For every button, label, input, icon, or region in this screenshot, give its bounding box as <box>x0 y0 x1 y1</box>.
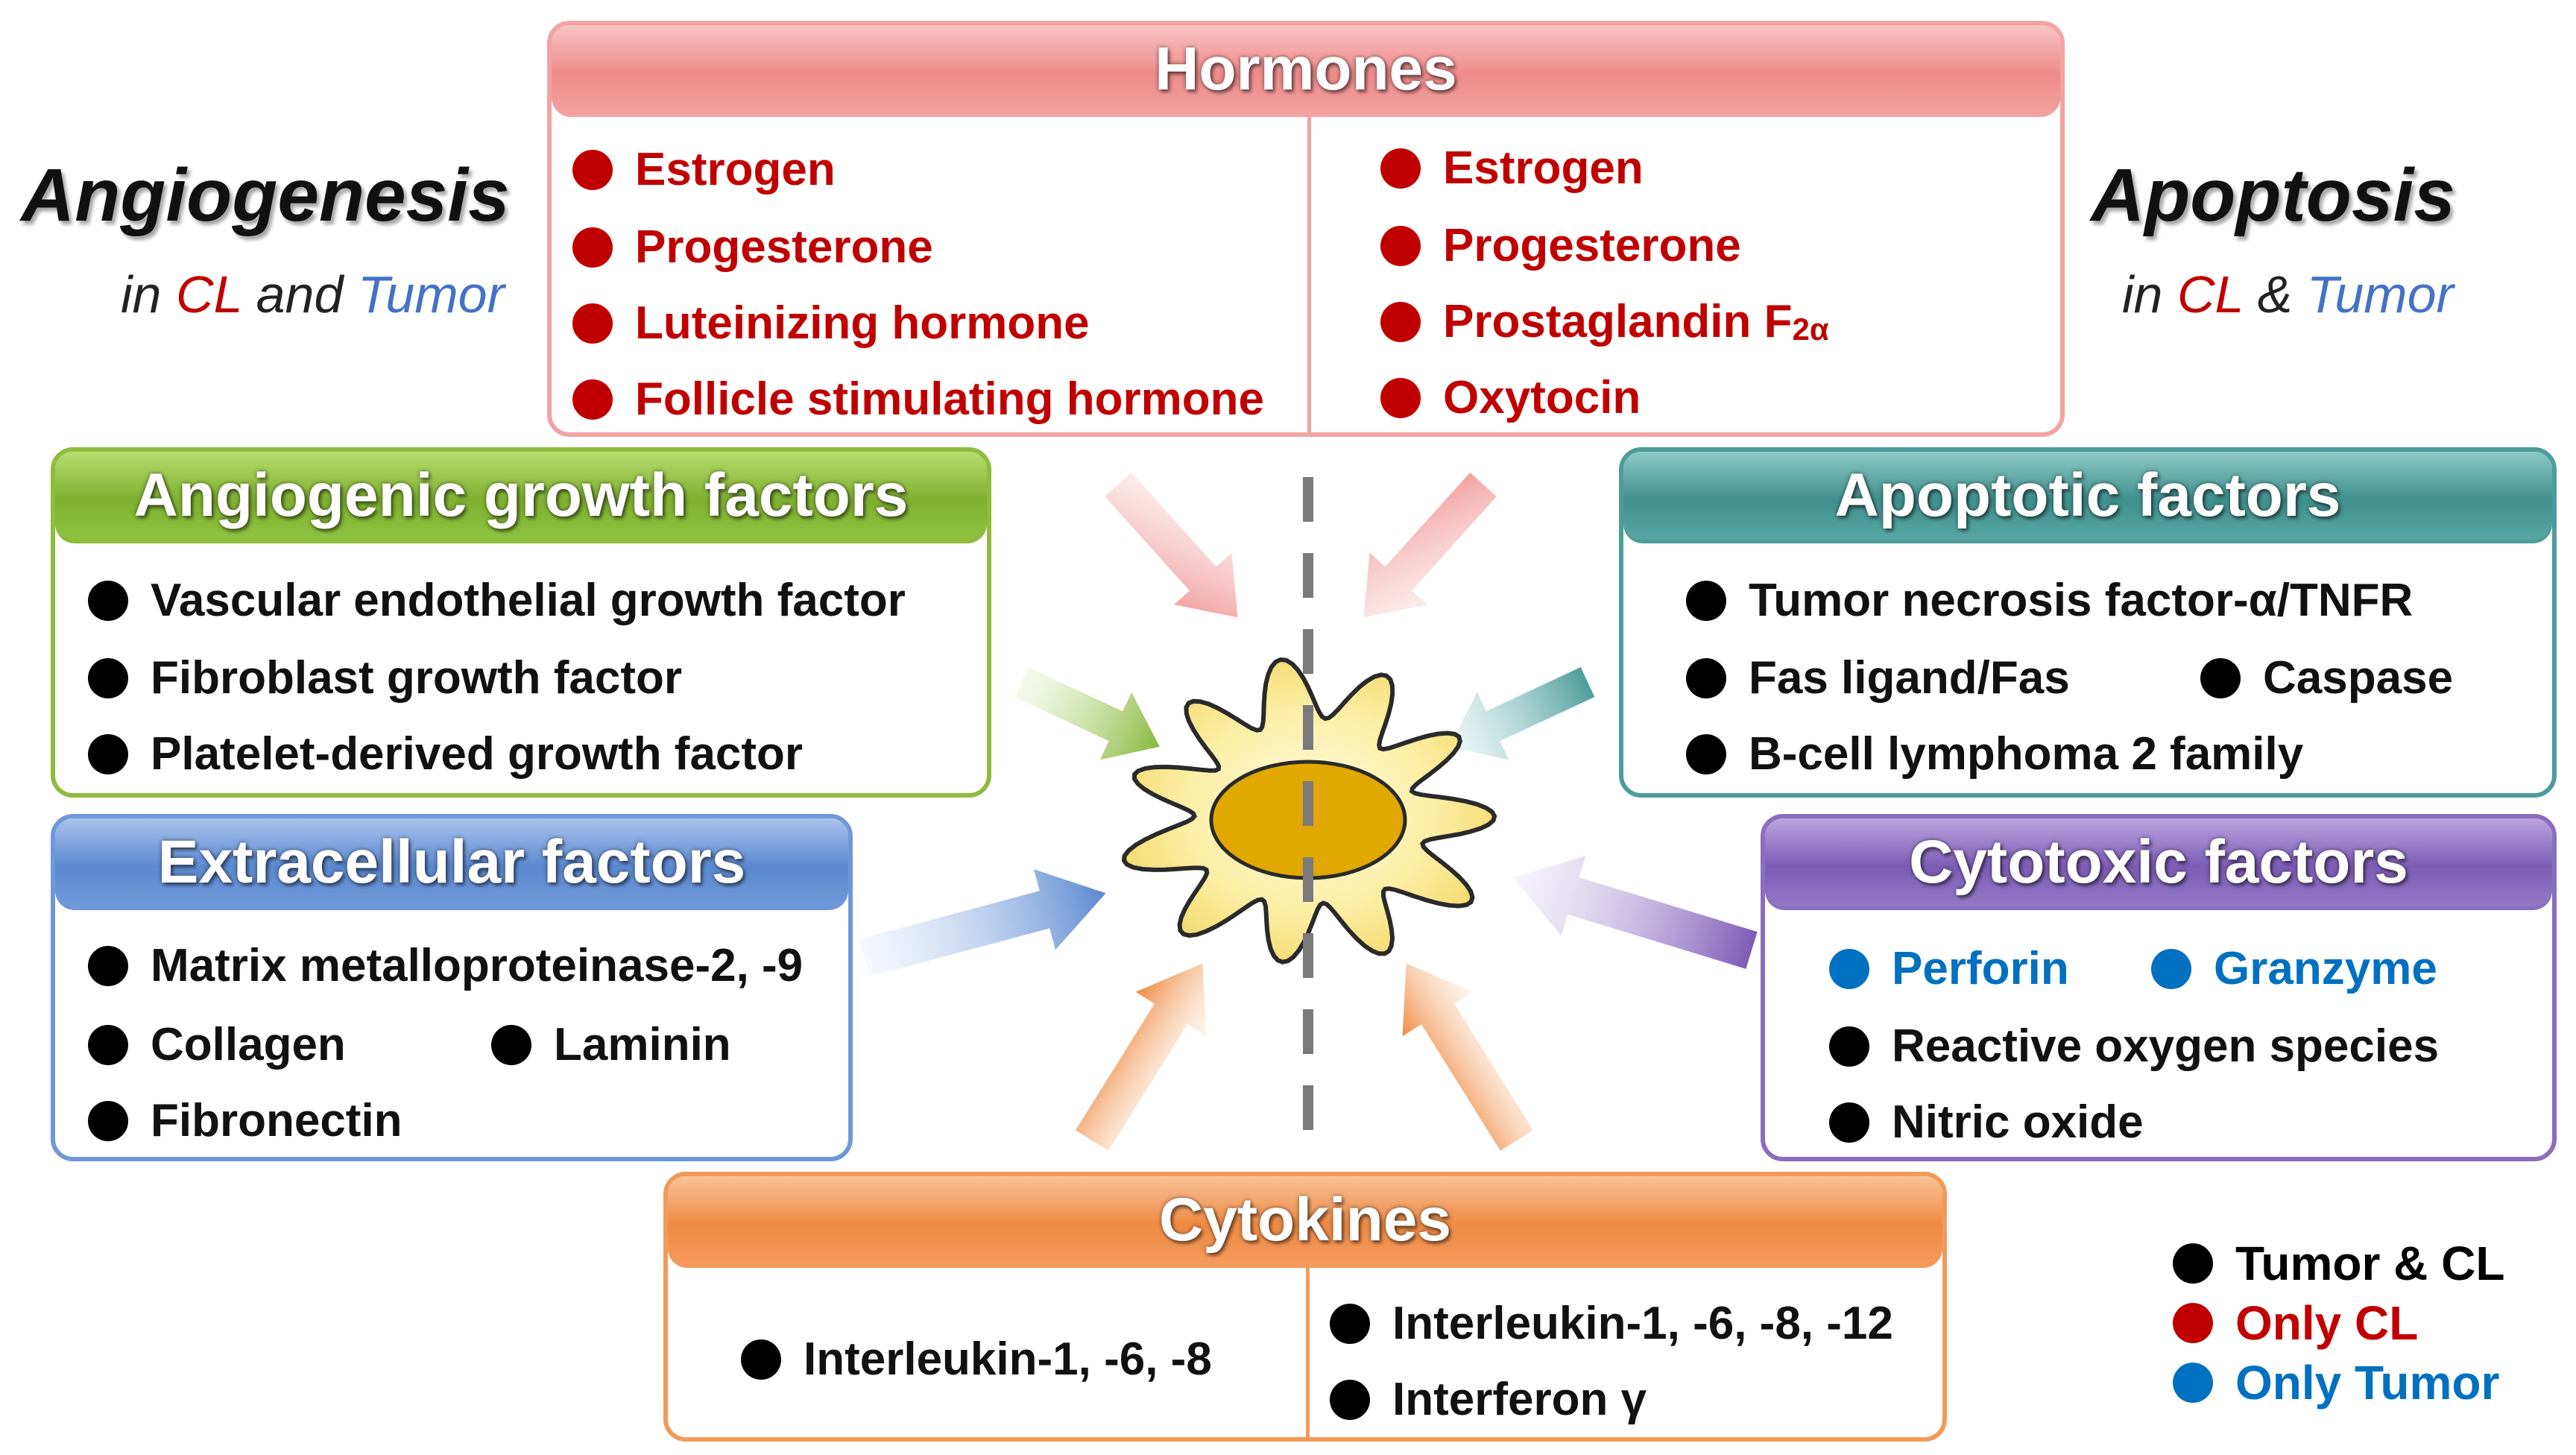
tumor-cl-dot <box>1330 1303 1370 1344</box>
apoptosis-subtitle-join: & <box>2257 265 2293 323</box>
cytotoxic-item: Reactive oxygen species <box>1829 1020 2439 1073</box>
cytokines-divider <box>1306 1267 1310 1437</box>
tumor-cl-dot <box>88 1100 128 1141</box>
apoptosis-subtitle: in CL & Tumor <box>2122 265 2454 324</box>
extracellular-item: Fibronectin <box>88 1094 402 1147</box>
extracellular-item: Laminin <box>491 1018 731 1071</box>
hormones-left-item: Luteinizing hormone <box>572 297 1090 350</box>
cytokines-right-item: Interleukin-1, -6, -8, -12 <box>1330 1297 1893 1350</box>
extracellular-factors-box: Extracellular factors Matrix metalloprot… <box>51 814 853 1161</box>
tumor-cl-dot <box>1330 1379 1370 1420</box>
tumor-cl-dot <box>88 733 128 774</box>
hormone-arrow-left <box>1105 472 1238 618</box>
apoptotic-item: Caspase <box>2200 651 2453 704</box>
angiogenesis-subtitle-join: and <box>256 265 344 323</box>
angiogenic-item: Platelet-derived growth factor <box>88 728 803 780</box>
apoptotic-arrow <box>1449 667 1595 760</box>
angiogenic-growth-factors-box: Angiogenic growth factors Vascular endot… <box>51 447 991 798</box>
hormone-arrow-right <box>1363 472 1497 618</box>
extracellular-arrow <box>859 869 1106 977</box>
extracellular-factors-header: Extracellular factors <box>55 818 848 910</box>
apoptotic-item: Fas ligand/Fas <box>1686 651 2070 704</box>
angiogenic-item: Vascular endothelial growth factor <box>88 574 906 627</box>
angiogenesis-subtitle-tumor: Tumor <box>357 265 505 323</box>
angiogenesis-subtitle-cl: CL <box>175 265 242 323</box>
legend-item-tumor-cl: Tumor & CL <box>2173 1236 2504 1291</box>
cytokines-box: Cytokines Interleukin-1, -6, -8 Interleu… <box>663 1172 1947 1442</box>
tumor-cl-dot <box>88 580 128 621</box>
hormones-divider <box>1307 116 1311 432</box>
apoptotic-factors-box: Apoptotic factors Tumor necrosis factor-… <box>1619 447 2557 798</box>
tumor-cl-dot <box>1686 580 1726 621</box>
tumor-cl-dot <box>491 1024 531 1065</box>
tumor-dot <box>2151 948 2191 989</box>
apoptotic-item: B-cell lymphoma 2 family <box>1686 728 2303 780</box>
cytokines-left-item: Interleukin-1, -6, -8 <box>741 1333 1212 1386</box>
angiogenic-arrow <box>1014 667 1160 760</box>
cytotoxic-item: Granzyme <box>2151 942 2437 995</box>
cl-dot <box>572 303 613 344</box>
tumor-cl-dot <box>1686 657 1726 698</box>
apoptosis-title: Apoptosis <box>2091 154 2455 237</box>
cytokines-header: Cytokines <box>668 1176 1942 1268</box>
apoptosis-subtitle-cl: CL <box>2176 265 2244 323</box>
apoptotic-item: Tumor necrosis factor-α/TNFR <box>1686 574 2413 627</box>
hormones-box: Hormones Estrogen Progesterone Luteinizi… <box>547 21 2065 437</box>
tumor-cl-dot <box>88 657 128 698</box>
hormones-left-item: Progesterone <box>572 221 933 274</box>
cl-dot <box>572 227 613 268</box>
cl-dot <box>1380 225 1421 266</box>
cytokine-arrow-left <box>1075 963 1207 1151</box>
angiogenesis-subtitle: in CL and Tumor <box>121 265 505 324</box>
tumor-cl-dot <box>2173 1243 2213 1284</box>
tumor-cl-dot <box>2200 657 2241 698</box>
tumor-cl-dot <box>1686 733 1726 774</box>
cl-dot <box>1380 148 1421 189</box>
cl-dot <box>1380 301 1421 342</box>
cytotoxic-arrow <box>1512 856 1758 969</box>
tumor-cl-dot <box>741 1339 781 1380</box>
cytotoxic-factors-header: Cytotoxic factors <box>1765 818 2552 910</box>
angiogenic-growth-factors-header: Angiogenic growth factors <box>55 452 987 543</box>
cl-dot <box>2173 1303 2213 1343</box>
cytotoxic-factors-box: Cytotoxic factors Perforin Granzyme Reac… <box>1761 814 2557 1161</box>
tumor-dot <box>1829 948 1869 989</box>
tumor-dot <box>2173 1363 2213 1403</box>
apoptosis-subtitle-tumor: Tumor <box>2306 265 2454 323</box>
tumor-cl-dot <box>1829 1026 1869 1067</box>
pgf-subscript: 2α <box>1792 311 1829 347</box>
cytotoxic-item: Perforin <box>1829 942 2069 995</box>
angiogenic-item: Fibroblast growth factor <box>88 651 682 704</box>
legend-item-only-cl: Only CL <box>2173 1295 2418 1351</box>
hormones-right-item: Estrogen <box>1380 142 1644 195</box>
cytotoxic-item: Nitric oxide <box>1829 1096 2144 1149</box>
cytokines-right-item: Interferon γ <box>1330 1373 1647 1426</box>
extracellular-item: Matrix metalloproteinase-2, -9 <box>88 939 803 992</box>
tumor-cl-dot <box>1829 1102 1869 1143</box>
angiogenesis-subtitle-prefix: in <box>121 265 162 323</box>
hormones-right-item: Progesterone <box>1380 219 1741 272</box>
apoptosis-subtitle-prefix: in <box>2122 265 2163 323</box>
hormones-left-item: Follicle stimulating hormone <box>572 373 1264 426</box>
cl-dot <box>572 149 613 190</box>
tumor-cl-dot <box>88 945 128 986</box>
hormones-left-item: Estrogen <box>572 143 836 196</box>
cl-dot <box>572 379 613 420</box>
hormones-right-item: Oxytocin <box>1380 371 1641 424</box>
cytokine-arrow-right <box>1402 963 1534 1151</box>
extracellular-item: Collagen <box>88 1018 346 1071</box>
legend-item-only-tumor: Only Tumor <box>2173 1355 2499 1410</box>
tumor-cl-dot <box>88 1024 128 1065</box>
angiogenesis-title: Angiogenesis <box>21 154 510 237</box>
hormones-header: Hormones <box>552 25 2060 117</box>
cl-dot <box>1380 377 1421 418</box>
apoptotic-factors-header: Apoptotic factors <box>1623 452 2552 543</box>
